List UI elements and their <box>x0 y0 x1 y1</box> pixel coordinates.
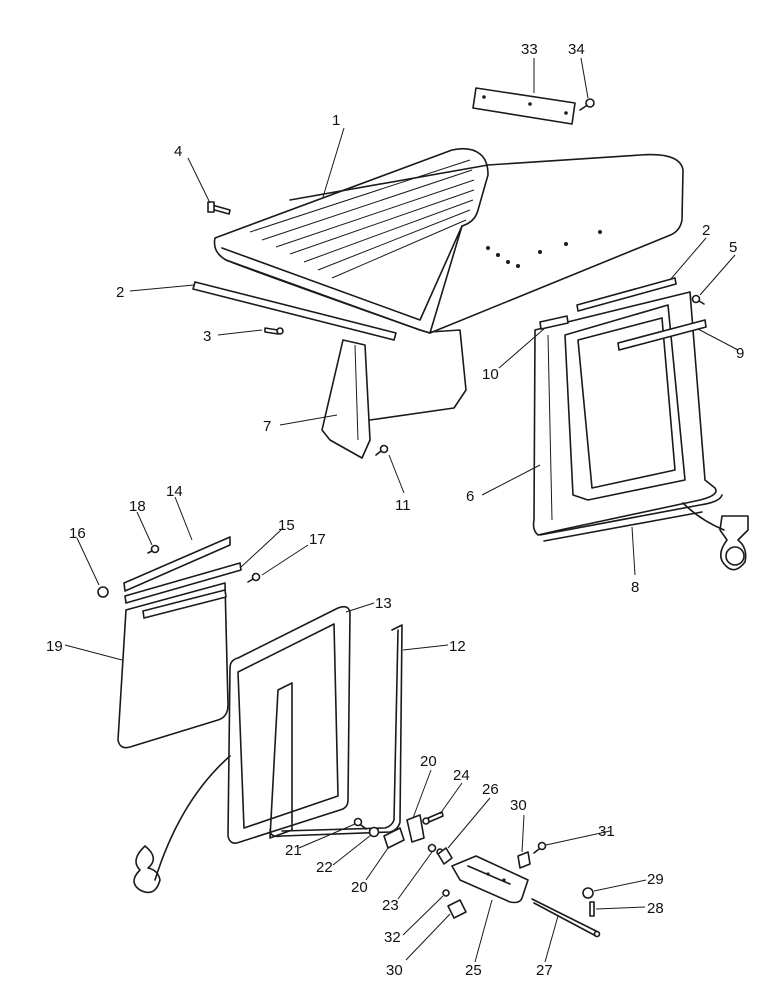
callout-1: 1 <box>332 112 340 129</box>
block-30-lower <box>447 899 467 919</box>
callout-9: 9 <box>736 345 744 362</box>
callout-29: 29 <box>647 871 664 888</box>
screw-31 <box>533 841 547 854</box>
cap-29 <box>582 887 594 899</box>
callout-17: 17 <box>309 531 326 548</box>
strip-2-right <box>576 277 677 312</box>
pin-28 <box>589 901 595 917</box>
callout-2-left: 2 <box>116 284 124 301</box>
callout-20-upper: 20 <box>420 753 437 770</box>
callout-5: 5 <box>729 239 737 256</box>
callout-28: 28 <box>647 900 664 917</box>
screw-24 <box>422 811 444 825</box>
callout-8: 8 <box>631 579 639 596</box>
seal-profile-8 <box>682 502 749 571</box>
callout-24: 24 <box>453 767 470 784</box>
screw-21 <box>353 817 367 830</box>
callout-34: 34 <box>568 41 585 58</box>
callout-6: 6 <box>466 488 474 505</box>
callout-33: 33 <box>521 41 538 58</box>
screw-3 <box>264 327 284 335</box>
callout-11: 11 <box>395 497 411 514</box>
callout-32: 32 <box>384 929 401 946</box>
side-panel-7 <box>321 329 467 459</box>
callout-30-lower: 30 <box>386 962 403 979</box>
callout-22: 22 <box>316 859 333 876</box>
callout-15: 15 <box>278 517 295 534</box>
callout-13: 13 <box>375 595 392 612</box>
callout-23: 23 <box>382 897 399 914</box>
screw-5 <box>691 294 705 305</box>
callout-10: 10 <box>482 366 499 383</box>
roof-panel <box>213 147 684 334</box>
strip-14 <box>123 536 231 592</box>
washer-22 <box>368 826 380 838</box>
callout-7: 7 <box>263 418 271 435</box>
screw-18 <box>147 544 160 554</box>
callout-25: 25 <box>465 962 482 979</box>
callout-31: 31 <box>598 823 615 840</box>
callout-14: 14 <box>166 483 183 500</box>
bolt-4 <box>207 201 231 215</box>
callout-27: 27 <box>536 962 553 979</box>
hinge-20-lower <box>383 827 405 849</box>
callout-18: 18 <box>129 498 146 515</box>
callout-19: 19 <box>46 638 63 655</box>
callout-2-right: 2 <box>702 222 710 239</box>
callout-20-lower: 20 <box>351 879 368 896</box>
side-panel-6 <box>532 291 717 536</box>
callout-21: 21 <box>285 842 302 859</box>
screw-34 <box>579 98 595 111</box>
callout-12: 12 <box>449 638 466 655</box>
callout-numbers: 1 2 2 3 4 5 6 7 8 9 10 11 12 13 14 15 16… <box>46 41 744 979</box>
strip-10 <box>539 315 569 330</box>
screw-32 <box>442 889 450 897</box>
nut-16 <box>97 586 109 598</box>
strip-9 <box>617 319 707 351</box>
seal-12 <box>269 624 403 839</box>
seal-profile-left <box>133 755 231 894</box>
bush-26 <box>437 847 453 865</box>
callout-3: 3 <box>203 328 211 345</box>
door-glass-19 <box>117 582 229 749</box>
screw-17 <box>247 572 261 583</box>
hinge-20-upper <box>406 814 425 843</box>
leader-lines <box>64 57 739 963</box>
callout-26: 26 <box>482 781 499 798</box>
callout-16: 16 <box>69 525 86 542</box>
callout-4: 4 <box>174 143 182 160</box>
strip-15 <box>124 562 242 604</box>
block-30-upper <box>517 851 531 869</box>
strip-2-left <box>192 281 397 341</box>
rod-27 <box>531 898 601 938</box>
plate-33 <box>472 87 576 125</box>
seal-frame-13 <box>227 605 351 844</box>
screw-11 <box>375 444 389 456</box>
callout-30-upper: 30 <box>510 797 527 814</box>
hinge-bracket-25 <box>451 855 529 904</box>
seal-8 <box>539 494 723 542</box>
